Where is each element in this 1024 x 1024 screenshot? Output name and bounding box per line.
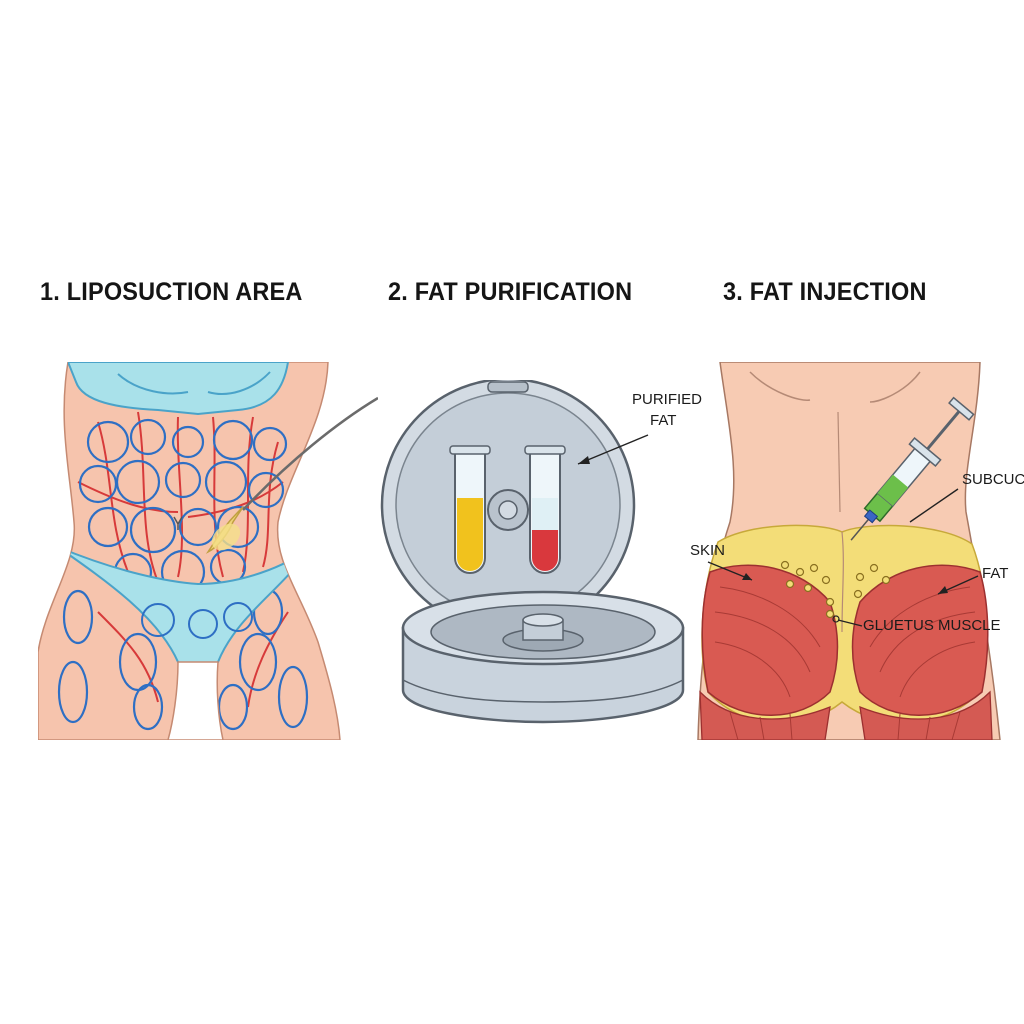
purified-fat-label-line1: PURIFIED [632,391,702,408]
gluteus-muscles [701,564,989,716]
fat-droplets [780,560,891,619]
step-3-title: 3. FAT INJECTION [723,278,927,306]
purified-fat-label-line2: FAT [650,412,676,429]
fat-injection-illustration: SUBCUC SKIN FAT GLUETUS MUSCLE [690,362,1024,740]
centrifuge-illustration: PURIFIED FAT [380,380,702,724]
purified-fat-pointer [577,434,649,465]
test-tube-yellow [449,445,491,574]
step-2-title: 2. FAT PURIFICATION [388,278,633,306]
syringe [850,396,975,541]
gluteus-muscle-label: GLUETUS MUSCLE [863,617,1001,634]
step-1-title: 1. LIPOSUCTION AREA [40,278,303,306]
fat-label: FAT [982,565,1008,582]
skin-label: SKIN [690,542,725,559]
underwear [57,546,309,671]
centrifuge-base [401,590,685,724]
test-tube-red [524,445,566,574]
liposuction-area-illustration [38,362,378,740]
subcutaneous-label: SUBCUC [962,471,1024,488]
top-garment [66,362,290,416]
cannula [242,396,378,511]
